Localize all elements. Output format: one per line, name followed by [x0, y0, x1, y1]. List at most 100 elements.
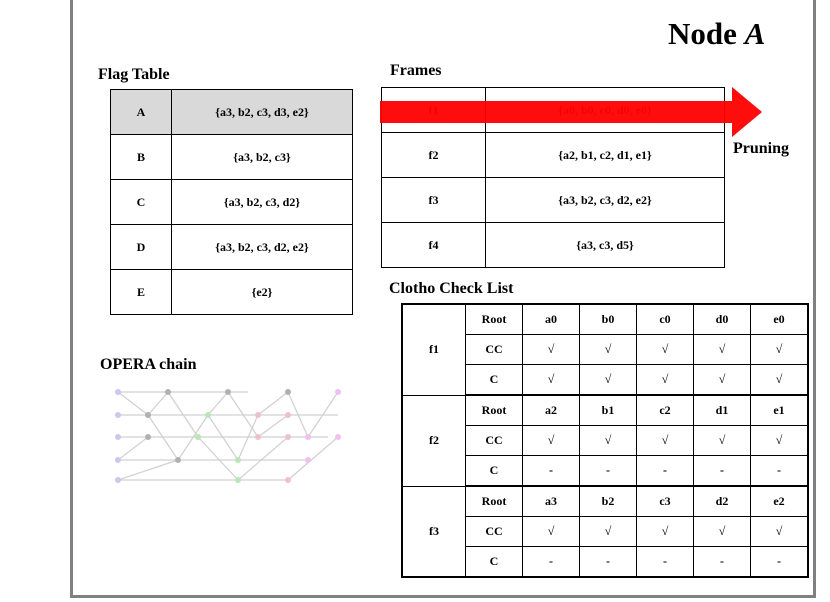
clotho-cell: - — [750, 546, 809, 578]
clotho-cell: √ — [693, 334, 751, 365]
clotho-cell: √ — [636, 364, 694, 396]
clotho-check-list: f1 Root a0 b0 c0 d0 e0 CC √ √ √ √ √ C √ … — [401, 303, 809, 578]
flag-table-label: Flag Table — [98, 66, 170, 83]
clotho-cell: - — [693, 546, 751, 578]
row-kind-label: C — [465, 455, 523, 487]
clotho-row-cc: CC √ √ √ √ √ — [402, 516, 809, 547]
flag-value: {a3, b2, c3, d3, e2} — [171, 89, 353, 135]
clotho-cell: √ — [750, 425, 809, 456]
clotho-cell: - — [579, 455, 637, 487]
clotho-cell: √ — [579, 425, 637, 456]
clotho-cell: a3 — [522, 485, 580, 517]
clotho-cell: d2 — [693, 485, 751, 517]
frames-label: Frames — [390, 62, 442, 79]
frame-value: {a3, c3, d5} — [485, 222, 725, 268]
clotho-cell: b2 — [579, 485, 637, 517]
frame-value: {a2, b1, c2, d1, e1} — [485, 132, 725, 178]
row-kind-label: C — [465, 546, 523, 578]
clotho-cell: √ — [636, 334, 694, 365]
clotho-row-root: f1 Root a0 b0 c0 d0 e0 — [401, 303, 809, 396]
clotho-cell: - — [522, 546, 580, 578]
clotho-row-c: C √ √ √ √ √ — [402, 364, 809, 396]
clotho-cell: - — [750, 455, 809, 487]
frame-key: f4 — [381, 222, 486, 268]
clotho-frame-cell: f2 — [401, 394, 466, 487]
clotho-cell: √ — [693, 425, 751, 456]
chain-nodes — [115, 389, 341, 483]
clotho-cell: √ — [750, 516, 809, 547]
flag-row-c: C{a3, b2, c3, d2} — [110, 179, 353, 225]
clotho-cell: e2 — [750, 485, 809, 517]
clotho-cell: - — [636, 546, 694, 578]
clotho-label: Clotho Check List — [389, 280, 514, 297]
flag-value: {e2} — [171, 269, 353, 315]
flag-row-d: D{a3, b2, c3, d2, e2} — [110, 224, 353, 270]
row-kind-label: CC — [465, 334, 523, 365]
clotho-cell: a2 — [522, 394, 580, 426]
row-kind-label: CC — [465, 425, 523, 456]
flag-table: A{a3, b2, c3, d3, e2} B{a3, b2, c3} C{a3… — [110, 89, 353, 315]
clotho-cell: c0 — [636, 303, 694, 335]
clotho-cell: - — [693, 455, 751, 487]
clotho-cell: √ — [636, 516, 694, 547]
pruning-label: Pruning — [733, 140, 790, 157]
clotho-cell: √ — [522, 334, 580, 365]
flag-key: A — [110, 89, 172, 135]
clotho-row-c: C - - - - - — [402, 455, 809, 487]
clotho-cell: - — [522, 455, 580, 487]
clotho-row-c: C - - - - - — [402, 546, 809, 578]
clotho-row-root: f2 Root a2 b1 c2 d1 e1 — [401, 394, 809, 487]
chain-edges — [117, 391, 339, 481]
row-kind-label: Root — [465, 303, 523, 335]
clotho-cell: √ — [750, 334, 809, 365]
clotho-cell: √ — [522, 425, 580, 456]
clotho-cell: √ — [579, 364, 637, 396]
clotho-cell: √ — [693, 364, 751, 396]
opera-chain-diagram — [115, 389, 341, 483]
pruning-arrow — [380, 87, 762, 137]
node-frame — [70, 0, 816, 598]
row-kind-label: CC — [465, 516, 523, 547]
clotho-row-cc: CC √ √ √ √ √ — [402, 334, 809, 365]
frame-key: f2 — [381, 132, 486, 178]
frame-key: f3 — [381, 177, 486, 223]
frame-row-f3: f3{a3, b2, c3, d2, e2} — [381, 177, 725, 223]
clotho-cell: - — [636, 455, 694, 487]
clotho-cell: e1 — [750, 394, 809, 426]
opera-chain-label: OPERA chain — [100, 356, 197, 373]
clotho-cell: b1 — [579, 394, 637, 426]
clotho-frame-cell: f1 — [401, 303, 466, 396]
row-kind-label: C — [465, 364, 523, 396]
flag-key: B — [110, 134, 172, 180]
clotho-row-cc: CC √ √ √ √ √ — [402, 425, 809, 456]
row-kind-label: Root — [465, 394, 523, 426]
frame-value: {a3, b2, c3, d2, e2} — [485, 177, 725, 223]
flag-value: {a3, b2, c3} — [171, 134, 353, 180]
clotho-cell: b0 — [579, 303, 637, 335]
flag-value: {a3, b2, c3, d2, e2} — [171, 224, 353, 270]
clotho-cell: √ — [522, 364, 580, 396]
clotho-cell: - — [579, 546, 637, 578]
pruning-arrow-shape — [380, 87, 762, 137]
flag-row-b: B{a3, b2, c3} — [110, 134, 353, 180]
row-kind-label: Root — [465, 485, 523, 517]
flag-key: E — [110, 269, 172, 315]
flag-value: {a3, b2, c3, d2} — [171, 179, 353, 225]
frame-row-f2: f2{a2, b1, c2, d1, e1} — [381, 132, 725, 178]
clotho-cell: √ — [522, 516, 580, 547]
clotho-cell: e0 — [750, 303, 809, 335]
clotho-cell: d1 — [693, 394, 751, 426]
clotho-cell: √ — [636, 425, 694, 456]
clotho-cell: c2 — [636, 394, 694, 426]
clotho-cell: √ — [693, 516, 751, 547]
clotho-cell: a0 — [522, 303, 580, 335]
clotho-cell: c3 — [636, 485, 694, 517]
node-title: Node A — [668, 16, 766, 51]
clotho-row-root: f3 Root a3 b2 c3 d2 e2 — [401, 485, 809, 578]
flag-row-e: E{e2} — [110, 269, 353, 315]
flag-key: D — [110, 224, 172, 270]
clotho-cell: √ — [579, 334, 637, 365]
clotho-cell: √ — [750, 364, 809, 396]
frame-row-f4: f4{a3, c3, d5} — [381, 222, 725, 268]
node-name: A — [744, 16, 766, 51]
